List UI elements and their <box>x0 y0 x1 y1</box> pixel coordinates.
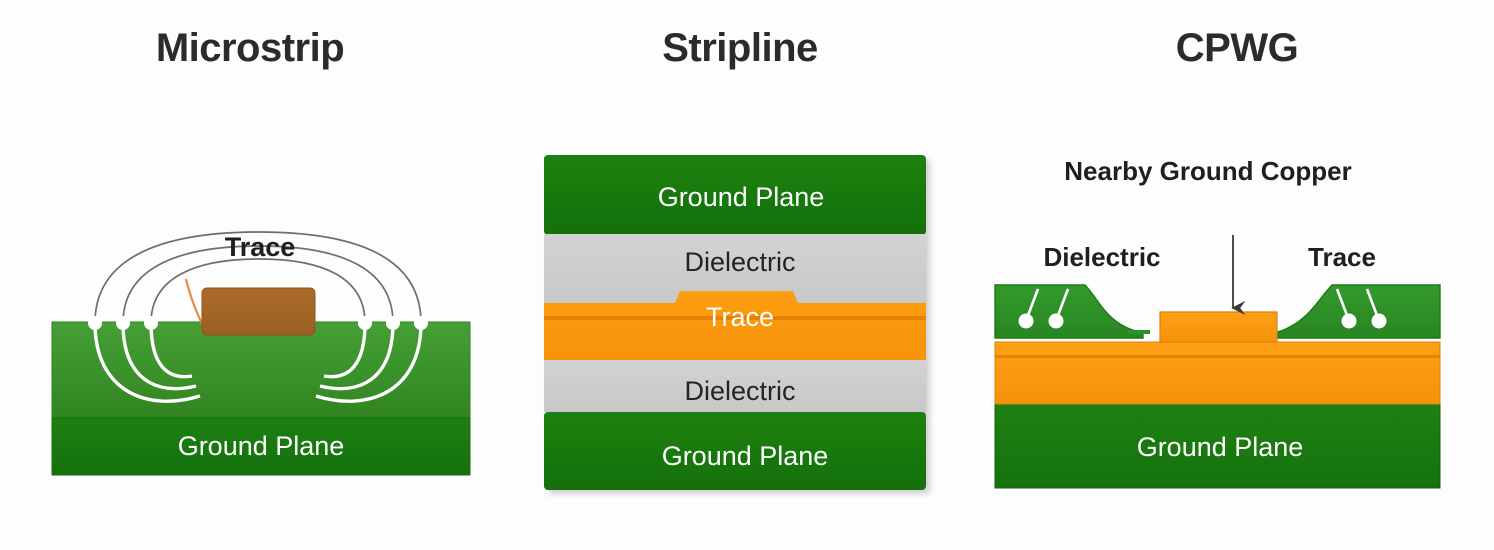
cpwg-ground-copper-left-tail <box>1128 330 1150 334</box>
stripline-layer-label-3: Dielectric <box>684 376 795 406</box>
stripline-layer-label-2: Trace <box>706 302 774 332</box>
panel-stripline: Stripline <box>500 0 980 550</box>
cpwg-leader-lines-right <box>1335 288 1387 329</box>
stripline-layer-label-0: Ground Plane <box>658 182 825 212</box>
panel-title-stripline: Stripline <box>662 26 818 70</box>
panel-title-cpwg: CPWG <box>1175 26 1299 70</box>
stripline-ground-plane-top <box>544 155 926 235</box>
cpwg-trace-label: Trace <box>1308 242 1376 272</box>
field-termination-dots <box>88 316 428 330</box>
cpwg-ground-plane-label: Ground Plane <box>1137 432 1304 462</box>
cpwg-orange-slab <box>994 341 1441 405</box>
field-lines-upper <box>94 231 422 324</box>
microstrip-trace-label: Trace <box>225 232 296 262</box>
cpwg-ground-plane <box>994 403 1441 489</box>
microstrip-trace <box>201 287 316 336</box>
stripline-diagram: Ground Plane Dielectric Trace Dielectric… <box>544 155 926 490</box>
stripline-trace-seam <box>544 316 926 320</box>
cpwg-ground-copper-left <box>994 284 1144 339</box>
panel-title-microstrip: Microstrip <box>155 26 345 70</box>
cpwg-nearby-ground-copper-label: Nearby Ground Copper <box>1064 156 1351 186</box>
microstrip-diagram: Trace Ground Plane <box>51 231 471 476</box>
cpwg-trace <box>1159 311 1278 343</box>
field-lines-lower <box>93 322 423 403</box>
stripline-layer-label-1: Dielectric <box>684 247 795 277</box>
stripline-ground-plane-bottom <box>544 412 926 490</box>
cpwg-dielectric-label: Dielectric <box>1043 242 1160 272</box>
stripline-trace <box>544 291 926 360</box>
panel-microstrip: Microstrip <box>0 0 500 550</box>
cpwg-diagram: Nearby Ground Copper Dielectric Trace Gr… <box>994 156 1441 489</box>
stripline-dielectric-bottom <box>544 360 926 412</box>
cpwg-ground-copper-right <box>1275 284 1441 339</box>
cpwg-leader-lines-left <box>1018 288 1070 329</box>
cpwg-orange-seam <box>995 355 1440 358</box>
microstrip-ground-plane-label: Ground Plane <box>178 431 345 461</box>
microstrip-ground-plane <box>51 417 471 476</box>
stripline-layer-label-4: Ground Plane <box>662 441 829 471</box>
microstrip-substrate <box>51 321 471 419</box>
panel-cpwg: CPWG <box>980 0 1494 550</box>
